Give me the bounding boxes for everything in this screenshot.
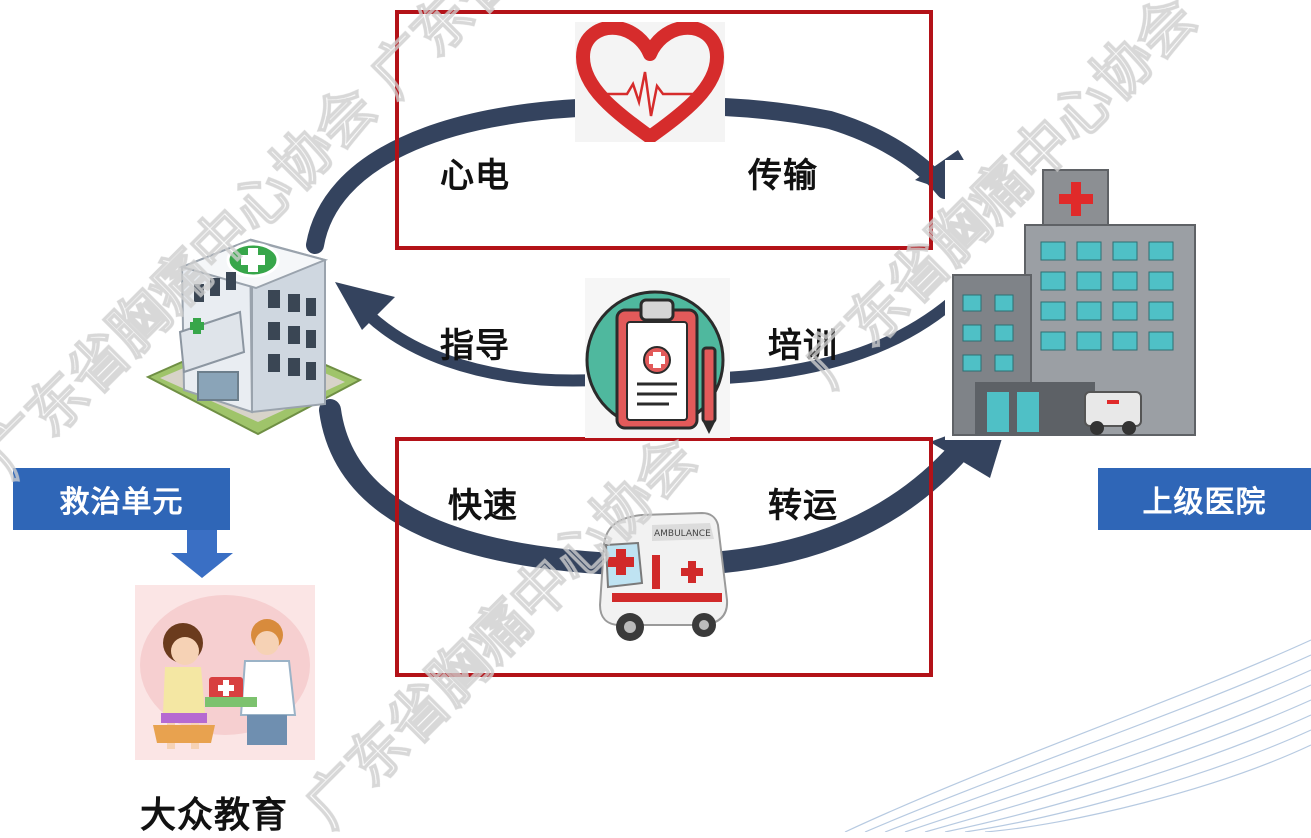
label-training: 培训	[768, 326, 838, 366]
label-transport: 转运	[768, 486, 838, 526]
public-education-illustration	[135, 585, 315, 760]
label-guide: 指导	[440, 326, 510, 366]
middle-arc-right	[719, 289, 966, 384]
top-red-box	[395, 10, 933, 250]
watermark-text-2: 广东省胸痛中心协会	[292, 423, 709, 832]
middle-arrowhead-left	[335, 282, 395, 330]
clipboard-icon	[585, 278, 730, 438]
ambulance-icon: AMBULANCE	[598, 511, 729, 641]
treatment-unit-banner: 救治单元	[13, 468, 230, 530]
ambulance-text: AMBULANCE	[654, 529, 711, 539]
watermark-text-3: 广东省胸痛中心协会	[792, 0, 1209, 400]
down-arrow	[171, 530, 233, 578]
higher-hospital-label: 上级医院	[1142, 485, 1267, 520]
watermark-text-1: 广东省胸痛中心协会	[0, 73, 389, 490]
label-fast: 快速	[448, 486, 518, 526]
hospital-building-icon	[945, 160, 1200, 440]
bottom-red-box	[395, 437, 933, 677]
treatment-unit-building-icon	[145, 238, 363, 436]
heart-ecg-icon	[575, 22, 725, 142]
watermark-text-4: 广东省胸痛中心协会	[357, 0, 774, 110]
label-ecg: 心电	[440, 156, 510, 196]
treatment-unit-label: 救治单元	[59, 485, 184, 520]
higher-hospital-banner: 上级医院	[1098, 468, 1311, 530]
label-transmit: 传输	[748, 156, 818, 196]
public-education-label: 大众教育	[140, 795, 289, 836]
